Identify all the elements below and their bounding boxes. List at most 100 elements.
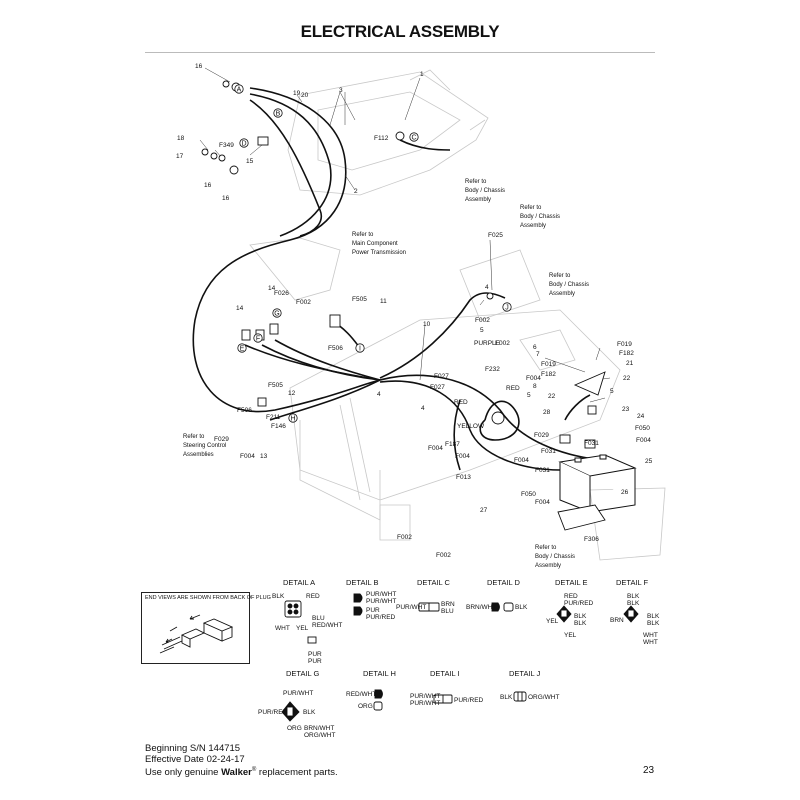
- detail-e-title: DETAIL E: [555, 578, 588, 587]
- ref-F182: F182: [619, 350, 634, 357]
- part-7: 7: [536, 351, 540, 358]
- svg-text:WHT: WHT: [275, 625, 290, 632]
- part-26: 26: [621, 489, 629, 496]
- part-1: 1: [420, 71, 424, 78]
- ref-F027: F027: [434, 373, 449, 380]
- part-2: 2: [354, 188, 358, 195]
- part-22: 22: [623, 375, 631, 382]
- svg-text:BLK: BLK: [627, 593, 640, 600]
- ref-F013: F013: [456, 474, 471, 481]
- page-footer: Beginning S/N 144715 Effective Date 02-2…: [145, 743, 338, 778]
- svg-text:PUR/WHT: PUR/WHT: [283, 690, 313, 697]
- title-rule: [145, 52, 655, 53]
- svg-text:BLK: BLK: [500, 694, 513, 701]
- svg-text:BLU: BLU: [312, 615, 325, 622]
- detail-views: DETAIL A BLK RED BLU RED/WHT WHT YEL PUR…: [258, 578, 660, 739]
- ref-F019b: F019: [541, 361, 556, 368]
- end-view-legend: END VIEWS ARE SHOWN FROM BACK OF PLUG: [141, 592, 271, 664]
- svg-text:PUR/RED: PUR/RED: [366, 614, 396, 621]
- svg-text:BLK: BLK: [574, 620, 587, 627]
- part-6: 6: [533, 344, 537, 351]
- ref-F019: F019: [617, 341, 632, 348]
- ref-F112: F112: [374, 135, 389, 142]
- svg-text:Body / Chassis: Body / Chassis: [535, 554, 575, 560]
- svg-text:PUR/WHT: PUR/WHT: [366, 591, 396, 598]
- svg-text:BLK: BLK: [303, 709, 316, 716]
- ref-F050: F050: [635, 425, 650, 432]
- svg-text:G: G: [274, 311, 279, 318]
- ref-F004g: F004: [535, 499, 550, 506]
- svg-text:BRN/WHT: BRN/WHT: [466, 604, 496, 611]
- ref-F029b: F029: [534, 432, 549, 439]
- ref-F026: F026: [274, 290, 289, 297]
- svg-text:BLU: BLU: [441, 608, 454, 615]
- svg-text:Refer to: Refer to: [352, 232, 374, 238]
- svg-text:D: D: [241, 141, 246, 148]
- svg-text:J: J: [505, 305, 509, 312]
- svg-text:BRN/WHT: BRN/WHT: [304, 725, 334, 732]
- ref-F002d: F002: [397, 534, 412, 541]
- svg-text:PUR: PUR: [308, 658, 322, 665]
- part-numbers: 16 1 3 19 20 18 17 15 16 16 2 14 14 11 1…: [176, 63, 653, 514]
- components: [201, 80, 606, 449]
- part-5: 5: [480, 327, 484, 334]
- svg-text:Assembly: Assembly: [535, 563, 561, 569]
- svg-text:Assembly: Assembly: [465, 197, 491, 203]
- part-19: 19: [293, 90, 301, 97]
- detail-b-title: DETAIL B: [346, 578, 379, 587]
- svg-text:BLK: BLK: [515, 604, 528, 611]
- svg-text:Refer to: Refer to: [183, 434, 205, 440]
- part-25: 25: [645, 458, 653, 465]
- svg-text:ORG/WHT: ORG/WHT: [304, 732, 335, 739]
- ref-F505b: F505: [268, 382, 283, 389]
- part-21: 21: [626, 360, 634, 367]
- page-title: ELECTRICAL ASSEMBLY: [300, 22, 500, 41]
- part-14: 14: [268, 285, 276, 292]
- svg-text:PUR/WHT: PUR/WHT: [410, 693, 440, 700]
- part-4b: 4: [377, 391, 381, 398]
- svg-text:BLK: BLK: [647, 620, 660, 627]
- ref-F002: F002: [296, 299, 311, 306]
- svg-text:PUR: PUR: [366, 607, 380, 614]
- svg-text:Body / Chassis: Body / Chassis: [520, 214, 560, 220]
- svg-text:PUR/WHT: PUR/WHT: [396, 604, 426, 611]
- ref-F031c: F031: [535, 467, 550, 474]
- svg-text:BLK: BLK: [272, 593, 285, 600]
- svg-text:Assembly: Assembly: [549, 291, 575, 297]
- ref-F506b: F506: [237, 407, 252, 414]
- ref-F232: F232: [485, 366, 500, 373]
- svg-text:BRN: BRN: [441, 601, 455, 608]
- svg-text:Assembly: Assembly: [520, 223, 546, 229]
- ref-F031b: F031: [584, 440, 599, 447]
- detail-c-title: DETAIL C: [417, 578, 451, 587]
- svg-text:Assemblies: Assemblies: [183, 452, 214, 458]
- detail-h-title: DETAIL H: [363, 669, 396, 678]
- svg-text:PUR/WHT: PUR/WHT: [410, 700, 440, 707]
- svg-text:WHT: WHT: [643, 639, 658, 646]
- part-20: 20: [301, 92, 309, 99]
- svg-text:Power Transmission: Power Transmission: [352, 250, 406, 256]
- svg-text:Refer to: Refer to: [520, 205, 542, 211]
- part-23: 23: [622, 406, 630, 413]
- svg-text:B: B: [276, 111, 281, 118]
- part-5c: 5: [610, 388, 614, 395]
- plug-illustration: [159, 614, 234, 654]
- svg-text:I: I: [359, 346, 361, 353]
- ref-F349: F349: [219, 142, 234, 149]
- svg-text:E: E: [240, 346, 245, 353]
- svg-text:Steering Control: Steering Control: [183, 443, 226, 449]
- svg-text:Main Component: Main Component: [352, 241, 398, 247]
- svg-text:WHT: WHT: [643, 632, 658, 639]
- svg-text:ORG: ORG: [358, 703, 373, 710]
- part-11: 11: [380, 298, 387, 305]
- wire-purple-label: PURPLE: [474, 340, 501, 347]
- svg-text:A: A: [237, 87, 242, 94]
- part-13: 13: [260, 453, 268, 460]
- serial-number: Beginning S/N 144715: [145, 743, 241, 754]
- svg-text:PUR/RED: PUR/RED: [454, 697, 484, 704]
- genuine-parts-note: Use only genuine Walker® replacement par…: [145, 767, 338, 779]
- part-5b: 5: [527, 392, 531, 399]
- part-8: 8: [533, 383, 537, 390]
- detail-a-title: DETAIL A: [283, 578, 315, 587]
